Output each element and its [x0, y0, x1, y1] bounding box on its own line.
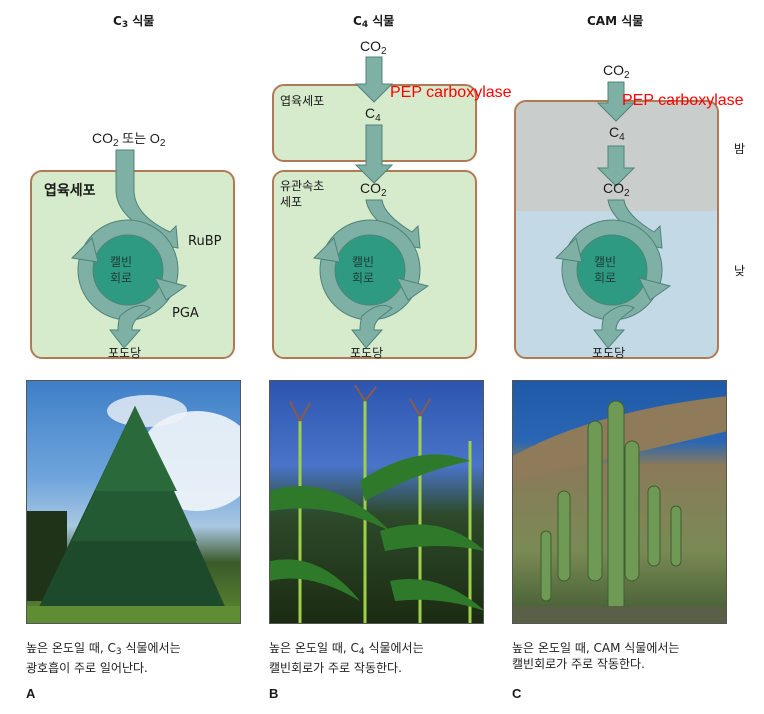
c3-product-label: 포도당: [108, 346, 142, 360]
cam-output-arrow: [592, 304, 635, 349]
cam-cycle-label-2: 회로: [594, 271, 617, 285]
c3-cycle-arrowhead-right: [154, 277, 188, 301]
c3-title-prefix: C: [113, 14, 122, 28]
cam-c4-to-co2-arrow: [596, 145, 636, 187]
cam-title: CAM 식물: [587, 14, 644, 28]
cam-cycle-label-1: 캘빈: [594, 255, 617, 269]
cam-c4-label-c: C: [609, 124, 620, 140]
c4-c4-label-sub: 4: [375, 113, 381, 124]
c4-transfer-arrow: [354, 124, 394, 184]
c4-input-sub: 2: [381, 46, 387, 57]
c4-title-suffix: 식물: [368, 14, 395, 28]
c4-bundle-sheath-label-2: 세포: [280, 195, 303, 209]
c3-mesophyll-label: 엽육세포: [44, 183, 96, 199]
c4-cycle-label: 캘빈 회로: [352, 254, 374, 286]
c3-input-mid: 또는 O: [118, 131, 160, 146]
caption-c: 높은 온도일 때, CAM 식물에서는 캘빈회로가 주로 작동한다.: [512, 640, 679, 672]
c4-enzyme-label: PEP carboxylase: [390, 84, 512, 101]
c4-co2-label: CO2: [360, 180, 387, 199]
c4-cycle-label-1: 캘빈: [352, 255, 375, 269]
caption-a: 높은 온도일 때, C3 식물에서는 광호흡이 주로 일어난다.: [26, 640, 181, 676]
c4-input-arrow: [354, 56, 394, 103]
c3-input-co: CO: [92, 130, 113, 146]
cam-night-label: 밤: [734, 142, 746, 156]
c4-input-co: CO: [360, 38, 381, 54]
c4-bundle-sheath-label: 유관속초 세포: [280, 178, 324, 210]
cam-input-co: CO: [603, 62, 624, 78]
c4-bundle-sheath-label-1: 유관속초: [280, 179, 325, 193]
c3-output-arrow: [108, 304, 151, 349]
c4-title: C4 식물: [353, 12, 394, 30]
c3-title: C3 식물: [113, 12, 154, 30]
cam-co2-label-sub: 2: [624, 188, 630, 199]
caption-b-line1-sub: 4: [358, 647, 365, 657]
caption-b-line1-pre: 높은 온도일 때, C: [269, 641, 359, 655]
cam-cycle-core: [576, 234, 648, 306]
c4-output-arrow: [350, 304, 393, 349]
c3-input-sub: 2: [113, 138, 119, 149]
caption-a-line1-post: 식물에서는: [121, 641, 181, 655]
caption-b: 높은 온도일 때, C4 식물에서는 캘빈회로가 주로 작동한다.: [269, 640, 424, 676]
cam-cycle-arrowhead-right: [638, 277, 672, 301]
c4-cycle-arrowhead-right: [396, 277, 430, 301]
c3-input-sub2: 2: [159, 138, 166, 149]
c4-product-label: 포도당: [350, 346, 384, 360]
c3-input-label: CO2 또는 O2: [92, 128, 165, 149]
cam-co2-label: CO2: [603, 180, 630, 199]
caption-c-line2: 캘빈회로가 주로 작동한다.: [512, 657, 645, 671]
panel-letter-c: C: [512, 686, 522, 701]
c3-pga-label: PGA: [172, 306, 199, 321]
caption-b-line1: 높은 온도일 때, C4 식물에서는: [269, 640, 424, 660]
cam-input-sub: 2: [624, 70, 630, 81]
c4-co2-label-co: CO: [360, 180, 381, 196]
c3-cycle-label-1: 캘빈: [110, 255, 133, 269]
caption-a-line1-sub: 3: [115, 647, 122, 657]
c3-title-suffix: 식물: [128, 14, 155, 28]
cam-enzyme-label: PEP carboxylase: [622, 92, 744, 109]
c4-cycle-arrowhead-left: [312, 237, 341, 263]
cam-c4-label-sub: 4: [619, 132, 625, 143]
c3-title-sub: 3: [121, 20, 129, 30]
panel-letter-a: A: [26, 686, 36, 701]
saguaro-cactus-illustration: [513, 396, 726, 623]
saguaro-cactus-photo: [512, 380, 727, 624]
panel-letter-b: B: [269, 686, 279, 701]
cam-cycle-arrowhead-left: [554, 237, 583, 263]
spruce-tree-photo: [26, 380, 241, 624]
caption-c-line1: 높은 온도일 때, CAM 식물에서는: [512, 641, 680, 655]
cam-input-label: CO2: [603, 62, 630, 81]
c4-co2-label-sub: 2: [381, 188, 387, 199]
c4-input-label: CO2: [360, 38, 387, 57]
c3-input-arrow: [115, 149, 179, 249]
corn-field-photo: [269, 380, 484, 624]
cam-c4-label: C4: [609, 124, 625, 143]
c4-title-prefix: C: [353, 14, 362, 28]
c3-rubp-label: RuBP: [188, 234, 222, 249]
cam-co2-label-co: CO: [603, 180, 624, 196]
c3-cycle-label: 캘빈 회로: [110, 254, 132, 286]
cam-day-label: 낮: [734, 264, 746, 278]
caption-a-line2: 광호흡이 주로 일어난다.: [26, 661, 148, 675]
cam-input-arrow: [596, 81, 636, 122]
c4-title-sub: 4: [361, 20, 369, 30]
c4-mesophyll-label: 엽육세포: [280, 94, 325, 108]
c3-cycle-label-2: 회로: [110, 271, 133, 285]
c4-cycle-core: [334, 234, 406, 306]
cam-product-label: 포도당: [592, 346, 626, 360]
c4-cycle-label-2: 회로: [352, 271, 375, 285]
spruce-tree-illustration: [27, 395, 240, 623]
cam-cycle-label: 캘빈 회로: [594, 254, 616, 286]
c4-c4-label-c: C: [365, 105, 376, 121]
corn-field-illustration: [270, 384, 483, 623]
c4-c4-label: C4: [365, 105, 381, 124]
caption-b-line1-post: 식물에서는: [364, 641, 424, 655]
c3-cycle-arrowhead-left: [70, 237, 99, 263]
caption-a-line1: 높은 온도일 때, C3 식물에서는: [26, 640, 181, 660]
caption-a-line1-pre: 높은 온도일 때, C: [26, 641, 116, 655]
c3-cycle-core: [92, 234, 164, 306]
caption-b-line2: 캘빈회로가 주로 작동한다.: [269, 661, 402, 675]
